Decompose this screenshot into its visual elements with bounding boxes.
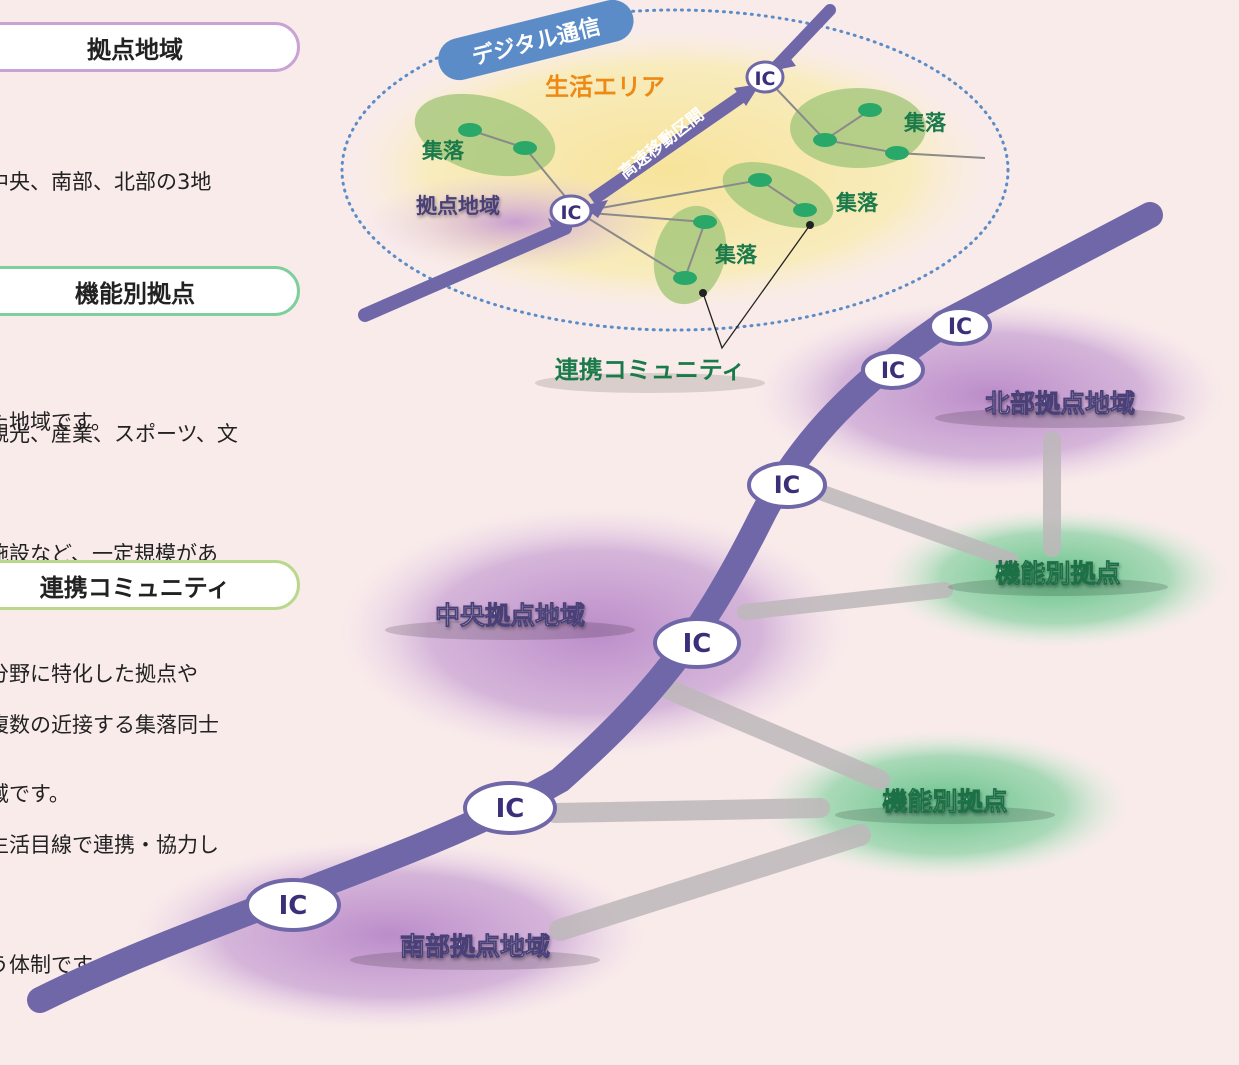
legend-hub-title: 拠点地域	[0, 22, 300, 72]
settlement-node	[813, 133, 837, 147]
settlement-label-left: 集落	[421, 139, 465, 163]
south-hub-label-shadow	[350, 950, 600, 970]
ic-badge: IC	[463, 781, 557, 835]
south-hub-label: 南部拠点地域	[400, 932, 550, 961]
central-hub-label: 中央拠点地域	[435, 601, 585, 630]
link-bottom	[577, 211, 707, 280]
settlement-node	[793, 203, 817, 217]
function-hub-label-lower: 機能別拠点	[882, 787, 1007, 816]
digital-badge-bg	[438, 0, 634, 81]
legend-hub-line: た地域です。	[0, 410, 112, 434]
inset-hub-label: 拠点地域	[416, 194, 500, 218]
settlement-node	[513, 141, 537, 155]
settlement-node	[748, 173, 772, 187]
ic-badge-bg	[245, 878, 341, 932]
ic-badge-bg	[747, 461, 827, 509]
settlement-node	[458, 123, 482, 137]
connector-ic-lowerfunction	[545, 798, 830, 823]
legend-function-title: 機能別拠点	[0, 266, 300, 316]
pointer-dot	[699, 289, 707, 297]
ic-badge: IC	[747, 461, 827, 509]
legend-function-line: 分野に特化した拠点や	[0, 662, 198, 686]
central-hub-label-shadow	[385, 620, 635, 640]
legend-function-line: 観光、産業、スポーツ、文	[0, 422, 238, 446]
settlement-node	[885, 146, 909, 160]
settlement-label-right: 集落	[903, 111, 947, 135]
ic-label: IC	[279, 891, 308, 921]
digital-communication-boundary	[340, 8, 1010, 332]
ic-badge-bg	[653, 617, 741, 669]
north-hub-label: 北部拠点地域	[985, 389, 1135, 418]
ic-label: IC	[496, 794, 525, 824]
community-label: 連携コミュニティ	[555, 356, 746, 384]
ic-badge: IC	[861, 350, 925, 390]
ic-badges-main: IC IC IC IC IC IC	[245, 306, 992, 932]
connector-central-lowerfunction	[660, 680, 890, 790]
ic-label: IC	[948, 315, 972, 340]
function-hub-label-shadow-upper	[948, 578, 1168, 596]
hub-connectors	[545, 431, 1061, 941]
ic-label: IC	[683, 629, 712, 659]
ic-badge: IC	[653, 617, 741, 669]
inset-highway-lower	[358, 221, 572, 322]
community-pointer	[702, 224, 811, 350]
legend-community-line: 複数の近接する集落同士	[0, 713, 219, 737]
pointer-dot	[806, 221, 814, 229]
ic-badge-bg	[928, 306, 992, 346]
settlement-label-center: 集落	[835, 191, 879, 215]
regional-structure-diagram: デジタル通信 生活エリア 高速移動区間 拠点地域 集落 集落 集落 集落 連携コ…	[27, 0, 1230, 1030]
ic-label: IC	[774, 471, 801, 499]
connector-south-lowerfunction	[549, 824, 871, 941]
ic-badge-inset-lower: IC	[549, 194, 593, 228]
legend-function-line: 域です。	[0, 782, 70, 806]
ic-badge: IC	[928, 306, 992, 346]
settlement-node	[858, 103, 882, 117]
connector-ic-function	[812, 484, 1018, 568]
zoom-inset: デジタル通信 生活エリア 高速移動区間 拠点地域 集落 集落 集落 集落 連携コ…	[340, 0, 1010, 393]
north-hub-label-shadow	[935, 408, 1185, 428]
settlement-nodes	[458, 103, 909, 285]
function-hub-label-shadow-lower	[835, 806, 1055, 824]
pointer-line	[702, 224, 811, 350]
legend-community-line: 生活目線で連携・協力し	[0, 833, 219, 857]
legend-community-title: 連携コミュニティ	[0, 560, 300, 610]
ic-badge-bg	[549, 194, 593, 228]
arrow-head-lower-in	[548, 218, 566, 240]
ic-label: IC	[560, 202, 581, 224]
community-label-shadow	[535, 373, 765, 393]
settlement-blob-bottom	[653, 205, 727, 305]
ic-label: IC	[754, 68, 775, 90]
living-area-label: 生活エリア	[545, 73, 665, 101]
settlement-node	[693, 215, 717, 229]
connector-central-function	[737, 582, 953, 620]
ic-badge-bg	[745, 60, 785, 94]
arrow-head-upper-in	[776, 52, 796, 70]
settlement-node	[673, 271, 697, 285]
ic-label: IC	[881, 359, 905, 384]
ic-badge-bg	[861, 350, 925, 390]
ic-badge-bg	[463, 781, 557, 835]
legend-hub-line: 中央、南部、北部の3地	[0, 170, 212, 194]
function-hub-label-upper: 機能別拠点	[995, 559, 1120, 588]
settlement-label-bottom: 集落	[714, 243, 758, 267]
north-hub-region	[755, 300, 1225, 490]
inset-highway-section	[588, 86, 752, 206]
ic-badge: IC	[245, 878, 341, 932]
ic-badge-inset-upper: IC	[745, 60, 785, 94]
